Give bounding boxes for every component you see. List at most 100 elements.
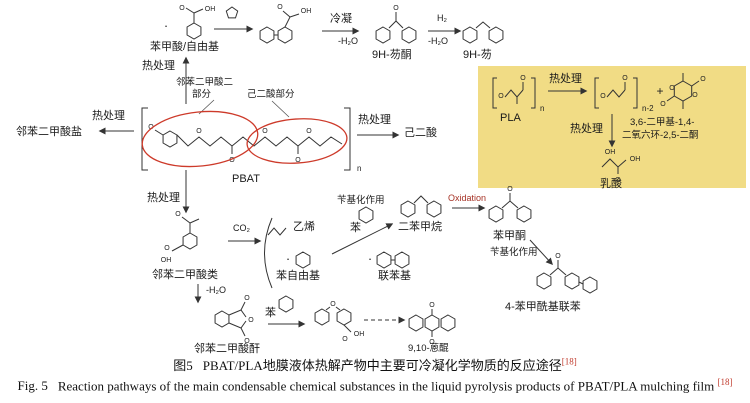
label-heat-pla-2: 热处理	[570, 123, 603, 135]
label-oxidation: Oxidation	[448, 193, 487, 203]
label-phthalic-acids: 邻苯二甲酸类	[152, 269, 218, 281]
label-diphenylmethane: 二苯甲烷	[398, 221, 442, 233]
svg-text:O: O	[520, 75, 526, 82]
svg-text:O: O	[248, 317, 254, 324]
svg-text:O: O	[498, 93, 504, 100]
label-phenyl-radical: 苯自由基	[276, 270, 320, 282]
label-benzoic-acid-radical: 苯甲酸/自由基	[150, 41, 220, 53]
svg-text:OH: OH	[205, 6, 216, 13]
arrow-benzylation-1	[331, 223, 394, 255]
label-biphenylyl: 联苯基	[378, 270, 411, 282]
structure-biphenyl-carboxylic-acid: O OH	[259, 4, 311, 44]
caption-cn-number: 图5	[173, 358, 193, 373]
label-fluorenone: 9H-芴酮	[372, 49, 412, 61]
structure-benzoylbiphenyl: O	[536, 253, 598, 294]
label-lactide-name-line1: 3,6-二甲基-1,4-	[630, 117, 695, 128]
svg-text:n: n	[540, 104, 544, 113]
svg-text:OH: OH	[605, 149, 616, 156]
svg-text:O: O	[393, 5, 399, 12]
svg-text:O: O	[148, 124, 154, 131]
svg-text:O: O	[660, 101, 666, 108]
label-fluorene: 9H-芴	[463, 49, 492, 61]
label-benzylation-2: 苄基化作用	[490, 247, 538, 258]
red-ellipse-adipic-moiety	[246, 118, 348, 164]
label-lactide-name-line2: 二氧六环-2,5-二酮	[622, 130, 699, 141]
structure-benzene-reagent-1	[278, 295, 294, 313]
leader-adipic-moiety	[271, 100, 290, 118]
svg-text:O: O	[700, 76, 706, 83]
svg-text:O: O	[692, 92, 698, 99]
structure-diphenylmethane	[400, 195, 442, 218]
structure-lactide: O O O O	[660, 73, 706, 109]
label-adipic-acid: 己二酸	[404, 127, 437, 139]
svg-text:·: ·	[164, 18, 168, 33]
structure-phthalic-acids: O O OH	[161, 211, 200, 264]
label-adipic-moiety: 己二酸部分	[247, 89, 295, 100]
structure-pla-oligomer: O O n-2	[594, 75, 654, 113]
label-benzophenone: 苯甲酮	[493, 230, 526, 242]
svg-text:O: O	[330, 301, 336, 308]
svg-text:O: O	[429, 302, 435, 309]
label-phthalic-moiety-line2: 部分	[192, 89, 212, 100]
label-heat-left: 热处理	[92, 110, 125, 122]
svg-text:O: O	[342, 336, 348, 343]
svg-text:·: ·	[368, 251, 372, 266]
structure-ethylene	[267, 227, 287, 236]
svg-text:n-2: n-2	[642, 104, 654, 113]
svg-text:O: O	[615, 177, 621, 184]
structure-phenyl-radical: ·	[286, 251, 311, 269]
svg-text:O: O	[244, 338, 250, 345]
label-ethylene: 乙烯	[293, 221, 315, 233]
label-minus-h2o-3: -H₂O	[206, 285, 226, 295]
label-anthraquinone: 9,10-蒽醌	[408, 343, 449, 354]
label-h2: H₂	[437, 13, 447, 23]
svg-text:O: O	[196, 128, 202, 135]
structure-cyclopentyl-radical	[225, 6, 239, 19]
plus-sign: +	[656, 84, 663, 98]
svg-text:O: O	[179, 5, 185, 12]
svg-text:O: O	[622, 75, 628, 82]
structure-fluorene	[462, 21, 504, 44]
label-heat-pla-1: 热处理	[549, 73, 582, 85]
red-ellipse-phthalic-moiety	[141, 110, 259, 168]
structure-benzene-reagent-2	[358, 206, 374, 224]
structure-phthalic-anhydride: O O O	[214, 295, 254, 345]
label-benzene-1: 苯	[265, 307, 276, 319]
label-minus-h2o-2: -H₂O	[428, 36, 448, 46]
caption-en-number: Fig. 5	[17, 378, 48, 394]
structure-benzophenone: O	[488, 186, 532, 223]
label-condense: 冷凝	[330, 13, 352, 25]
svg-text:OH: OH	[354, 331, 365, 338]
label-minus-h2o-1: -H₂O	[338, 36, 358, 46]
structure-biphenylyl: ·	[368, 251, 410, 269]
svg-text:O: O	[244, 295, 250, 302]
svg-text:OH: OH	[161, 257, 172, 264]
structure-anthraquinone: O O	[408, 302, 456, 346]
label-phthalic-anhydride: 邻苯二甲酸酐	[194, 343, 260, 355]
label-benzoylbiphenyl: 4-苯甲酰基联苯	[505, 301, 581, 313]
label-pbat: PBAT	[232, 173, 260, 185]
svg-text:O: O	[600, 93, 606, 100]
group-paren	[264, 217, 273, 289]
label-heat-down: 热处理	[147, 192, 180, 204]
svg-text:O: O	[229, 157, 235, 164]
label-phthalic-moiety-line1: 邻苯二甲酸二	[176, 77, 234, 88]
svg-text:O: O	[295, 157, 301, 164]
structure-benzoic-acid-radical: · O OH	[164, 5, 216, 40]
svg-text:O: O	[555, 253, 561, 260]
label-phthalate-salt: 邻苯二甲酸盐	[16, 126, 82, 138]
svg-text:O: O	[262, 128, 268, 135]
caption-en-reference-link[interactable]: [18]	[717, 377, 733, 387]
svg-text:O: O	[507, 186, 513, 193]
svg-text:O: O	[277, 4, 283, 11]
svg-text:·: ·	[286, 251, 290, 266]
label-heat-up: 热处理	[142, 60, 175, 72]
caption-cn-reference-link[interactable]: [18]	[561, 356, 577, 367]
label-benzene-2: 苯	[350, 222, 361, 234]
structure-pbat: n O O O O O O	[141, 107, 361, 173]
structure-pla: O O n	[492, 75, 544, 113]
svg-text:O: O	[306, 128, 312, 135]
reaction-diagram-canvas: · O OH O OH O	[98, 4, 746, 346]
